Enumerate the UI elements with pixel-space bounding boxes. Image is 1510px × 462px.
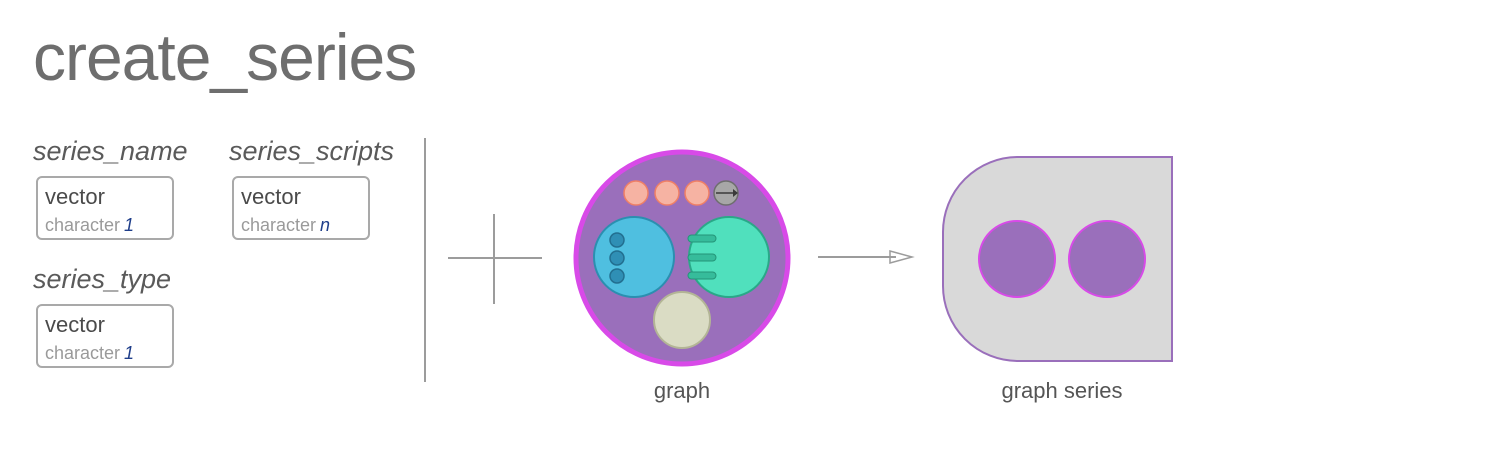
arrow-icon bbox=[818, 250, 915, 264]
arg-type-label: character bbox=[45, 343, 121, 363]
series-shape bbox=[942, 156, 1173, 362]
series-graph-circle bbox=[1068, 220, 1146, 298]
arg-type-label: character bbox=[45, 215, 121, 235]
arg-name-series-name: series_name bbox=[33, 136, 188, 166]
nodes-circle bbox=[593, 216, 675, 298]
arg-type-label: character bbox=[241, 215, 317, 235]
divider bbox=[424, 138, 426, 382]
arg-name-series-type: series_type bbox=[33, 264, 172, 294]
arg-name-series-scripts: series_scripts bbox=[229, 136, 395, 166]
arg-kind: vector bbox=[45, 312, 105, 337]
arg-count: 1 bbox=[124, 215, 135, 235]
node-dot bbox=[684, 180, 710, 206]
node-dot bbox=[654, 180, 680, 206]
graph-label: graph bbox=[653, 378, 711, 403]
attr-circle bbox=[653, 291, 711, 349]
arg-count: 1 bbox=[124, 343, 135, 363]
graph-series-label: graph series bbox=[1001, 378, 1123, 403]
arg-kind: vector bbox=[241, 184, 301, 209]
arg-kind: vector bbox=[45, 184, 105, 209]
graph-circle bbox=[573, 149, 791, 367]
arg-count: n bbox=[320, 215, 331, 235]
graph-series-icon bbox=[942, 156, 1173, 362]
node-dot bbox=[623, 180, 649, 206]
series-graph-circle bbox=[978, 220, 1056, 298]
page-title: create_series bbox=[33, 20, 417, 94]
plus-icon bbox=[448, 214, 542, 304]
graph-icon bbox=[573, 149, 791, 367]
